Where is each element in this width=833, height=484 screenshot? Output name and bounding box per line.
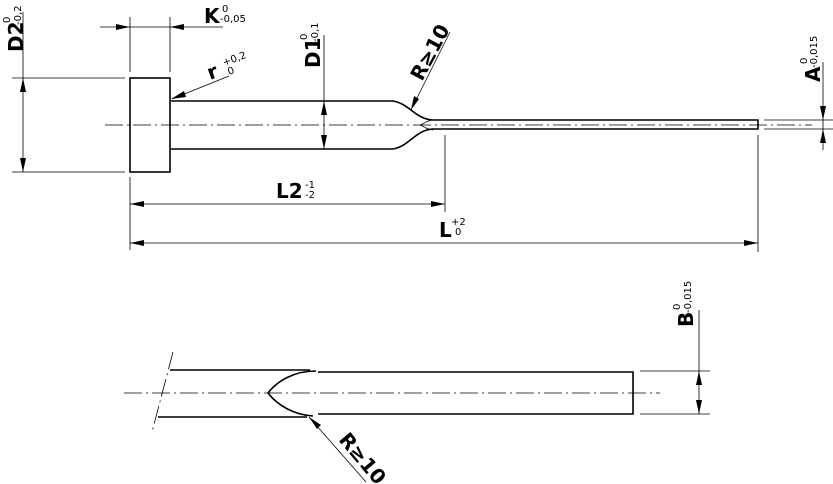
break-line — [151, 351, 174, 433]
dimension-R-detail: R≥10 — [308, 416, 391, 484]
tol-lower: 0 — [455, 227, 461, 238]
tol-upper: 0 — [799, 58, 810, 64]
dimension-A: A 0 -0,015 — [764, 36, 833, 150]
dimension-B: B 0 -0,015 — [640, 281, 710, 415]
tol-upper: 0 — [672, 304, 683, 310]
pin-shank — [171, 100, 759, 150]
dimension-R-top: R≥10 — [405, 20, 455, 111]
dim-label-r: r — [204, 59, 222, 85]
dimension-r: r +0,2 0 — [171, 50, 248, 100]
tol-lower: -0,1 — [310, 22, 321, 42]
dim-label-B: B — [674, 312, 698, 327]
dim-label-D2: D2 — [4, 21, 28, 52]
dim-label-A: A — [801, 66, 825, 82]
tol-lower: -0,015 — [809, 36, 820, 68]
dim-label-L: L — [439, 218, 452, 242]
ejector-pin-top-view: D2 0 -0,2 K 0 -0,05 r +0,2 0 — [2, 4, 833, 252]
dimension-L: L +2 0 — [130, 135, 759, 252]
dimension-D2: D2 0 -0,2 — [2, 5, 125, 173]
dim-label-L2: L2 — [276, 179, 303, 203]
taper-tip — [419, 119, 434, 131]
taper-curve — [266, 370, 317, 417]
tol-lower: -2 — [305, 190, 315, 201]
dimension-D1: D1 0 -0,1 — [299, 22, 327, 149]
dim-label-D1: D1 — [301, 37, 325, 68]
dimension-L2: L2 -1 -2 — [129, 135, 446, 250]
dim-label-K: K — [204, 4, 221, 28]
tol-upper: 0 — [222, 4, 228, 15]
tol-upper: 0 — [2, 17, 13, 23]
tol-lower: -0,015 — [683, 281, 694, 313]
tol-upper: 0 — [299, 34, 310, 40]
tol-upper: +2 — [451, 217, 466, 228]
pin-head — [129, 77, 171, 173]
pin-tip-outline — [158, 369, 634, 418]
ejector-pin-detail-view: B 0 -0,015 R≥10 — [124, 281, 710, 484]
tol-lower: 0 — [226, 65, 236, 78]
dim-label-R: R≥10 — [405, 20, 454, 84]
dimension-K: K 0 -0,05 — [100, 4, 246, 72]
tol-upper: -1 — [305, 180, 315, 191]
tol-lower: -0,2 — [13, 5, 24, 25]
tol-upper: +0,2 — [221, 50, 248, 69]
tol-lower: -0,05 — [220, 14, 246, 25]
